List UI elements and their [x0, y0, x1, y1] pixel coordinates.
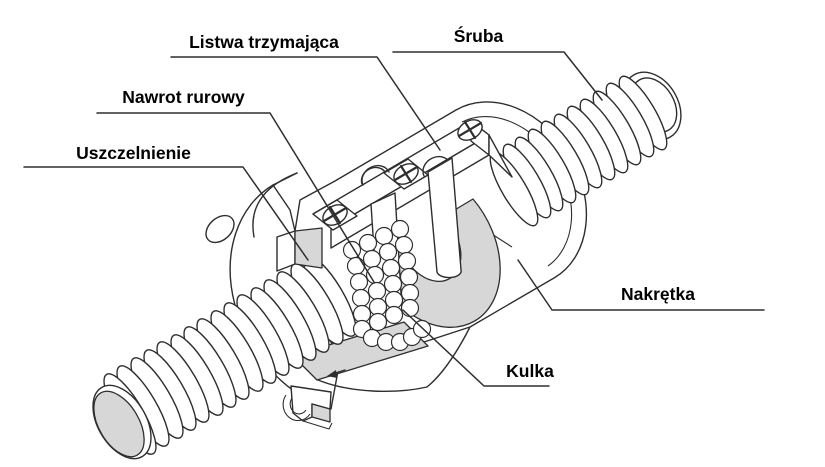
leader-listwa	[170, 56, 441, 151]
return-tube-right	[427, 157, 462, 279]
leader-nawrot	[96, 112, 375, 283]
flange-bolt-hole	[205, 214, 235, 244]
label-sruba: Śruba	[453, 26, 504, 46]
leader-kulka	[402, 309, 550, 387]
label-nawrot-rurowy: Nawrot rurowy	[122, 87, 245, 107]
section-arrow	[327, 370, 337, 378]
leader-nakretka	[517, 259, 765, 311]
label-kulka: Kulka	[506, 361, 554, 381]
screw-shaft-right	[489, 71, 682, 227]
strip-end-wedge	[488, 134, 513, 178]
label-uszczelnienie: Uszczelnienie	[76, 143, 191, 163]
label-nakretka: Nakrętka	[621, 284, 695, 304]
phillips-screw	[393, 163, 419, 185]
phillips-screw	[457, 119, 483, 141]
seal-cut-face	[294, 227, 323, 269]
leader-lines	[23, 51, 765, 387]
label-listwa-trzymajaca: Listwa trzymająca	[189, 32, 339, 52]
screw-shaft-left	[92, 255, 357, 460]
leader-sruba	[392, 51, 603, 101]
shaft-end-face	[93, 390, 145, 458]
leader-uszczelnienie	[23, 166, 309, 261]
seal-section	[276, 227, 323, 272]
flange-notch	[282, 326, 471, 430]
